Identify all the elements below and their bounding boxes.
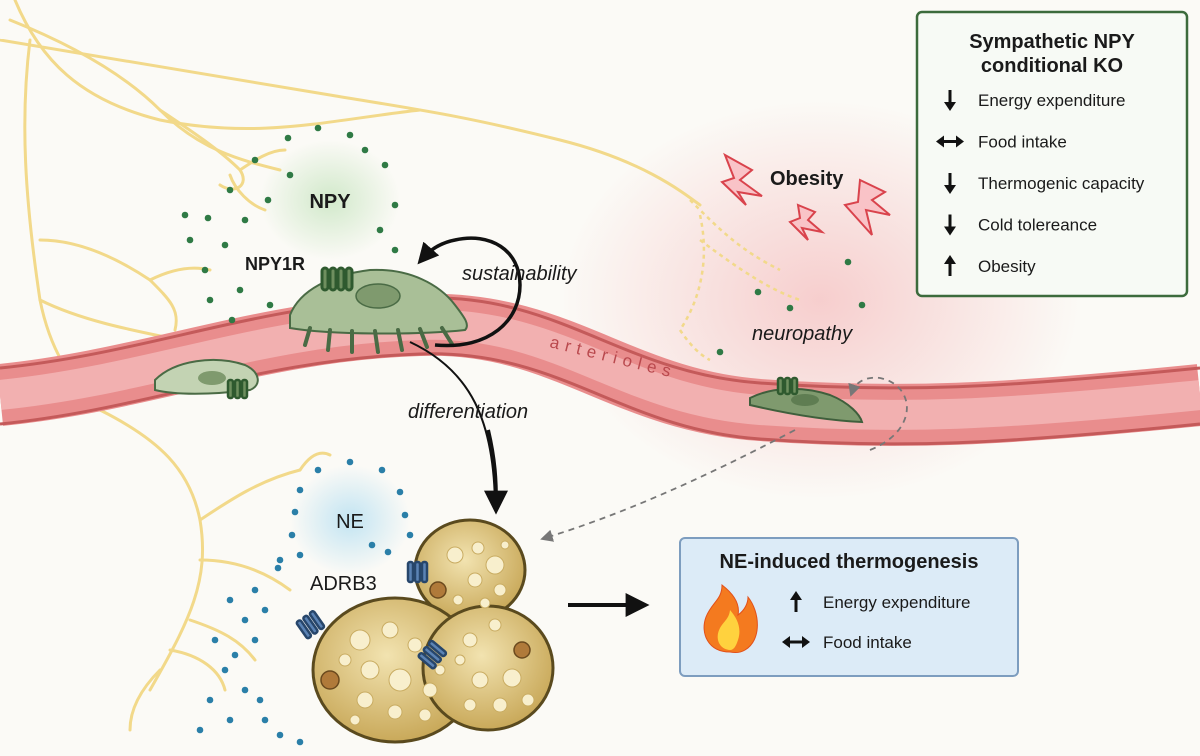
down-arrow-icon [944, 173, 956, 194]
differentiation-curve [409, 341, 496, 511]
down-arrow-icon [944, 214, 956, 236]
ko-title-line1: Sympathetic NPY [969, 31, 1135, 53]
ko-item-label: Obesity [978, 257, 1036, 276]
degenerating-nerve [678, 199, 801, 362]
ne-label: NE [336, 511, 364, 533]
ne-item-label: Food intake [823, 633, 912, 652]
differentiation-arrow [483, 429, 508, 515]
lightning-icon [843, 178, 891, 236]
dashed-loop-arrow [848, 376, 908, 451]
adrb3-label: ADRB3 [310, 573, 377, 595]
neuropathy-label: neuropathy [752, 323, 853, 345]
sustainability-arrow [417, 236, 522, 348]
bidirectional-arrow-icon [782, 636, 810, 648]
ko-title-line2: conditional KO [981, 55, 1123, 77]
differentiation-label: differentiation [408, 401, 528, 423]
ko-item-label: Energy expenditure [978, 91, 1125, 110]
depleted-mural-cell [749, 376, 864, 424]
ko-item-label: Food intake [978, 133, 1067, 152]
dashed-differentiation-arrow [540, 429, 796, 542]
right-receptor-icon [776, 376, 799, 396]
small-receptor-icon [226, 378, 249, 400]
npy-glow [260, 140, 400, 260]
sustainability-label: sustainability [462, 263, 578, 285]
ko-summary-box: Sympathetic NPY conditional KO Energy ex… [915, 10, 1189, 298]
bidirectional-arrow-icon [936, 135, 964, 148]
ne-item-label: Energy expenditure [823, 593, 970, 612]
ne-glow [290, 465, 410, 575]
ko-item-label: Thermogenic capacity [978, 174, 1145, 193]
down-arrow-icon [944, 90, 956, 111]
ne-box-title: NE-induced thermogenesis [720, 551, 979, 573]
small-npy1r-cell [154, 359, 259, 400]
npy1r-label: NPY1R [245, 254, 305, 274]
ne-thermogenesis-box: NE-induced thermogenesis Energy expendit… [679, 537, 1019, 677]
npy1r-receptor-icon [320, 266, 354, 292]
sympathetic-nerve-fibers [0, 0, 702, 732]
npy-label: NPY [309, 191, 351, 213]
adrb3-receptor-icons [295, 560, 448, 670]
flame-icon [703, 583, 758, 654]
npy1r-mural-cell [289, 266, 468, 354]
lightning-icon [720, 152, 763, 206]
ne-molecules [196, 458, 414, 746]
brown-adipocytes [295, 518, 555, 744]
npy-molecules [181, 124, 866, 356]
lightning-icon [788, 203, 826, 241]
up-arrow-icon [790, 591, 802, 612]
up-arrow-icon [944, 255, 956, 276]
ko-item-label: Cold tolereance [978, 216, 1097, 235]
lightning-icons [720, 152, 891, 241]
obesity-label: Obesity [770, 168, 844, 190]
